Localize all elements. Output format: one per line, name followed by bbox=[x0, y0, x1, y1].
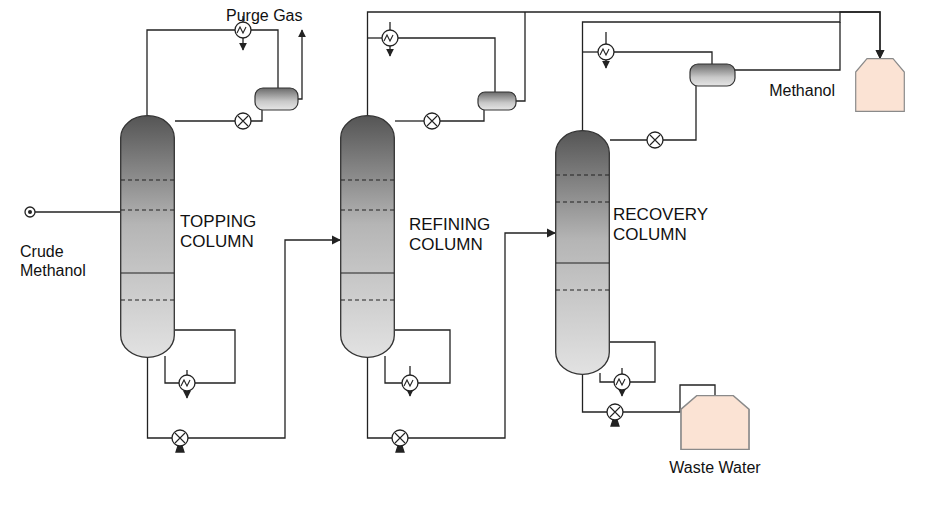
process-line bbox=[583, 12, 881, 130]
process-line bbox=[148, 240, 341, 438]
product-tank: Methanol bbox=[855, 58, 905, 112]
stream-label: Crude Methanol bbox=[20, 242, 92, 280]
node-label: RECOVERY COLUMN bbox=[613, 205, 723, 246]
node-label: REFINING COLUMN bbox=[409, 215, 509, 256]
stream-label: Purge Gas bbox=[226, 6, 302, 25]
distillation-column: TOPPING COLUMN bbox=[120, 115, 175, 358]
node-label: Methanol bbox=[769, 81, 835, 100]
node-label: TOPPING COLUMN bbox=[180, 212, 280, 253]
distillation-column: RECOVERY COLUMN bbox=[555, 130, 610, 375]
distillation-column: REFINING COLUMN bbox=[340, 115, 395, 358]
node-label: Waste Water bbox=[669, 458, 760, 477]
process-line bbox=[368, 233, 556, 438]
waste-tank: Waste Water bbox=[680, 395, 750, 450]
process-line bbox=[368, 12, 881, 115]
